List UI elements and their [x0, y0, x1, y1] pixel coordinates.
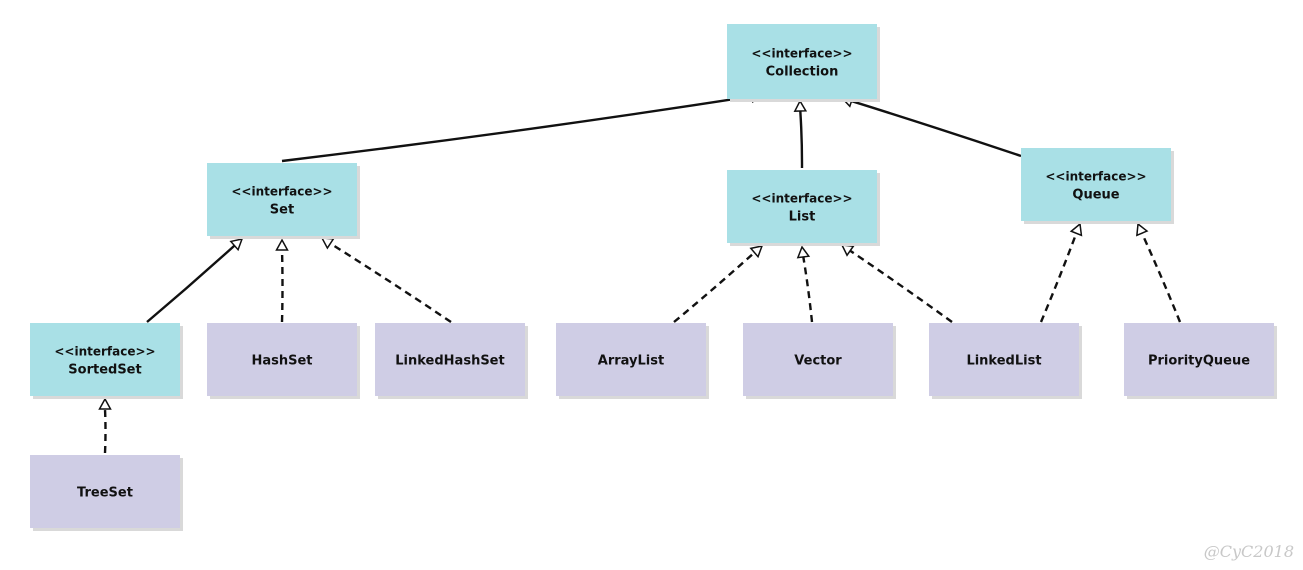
node-name: Collection	[766, 65, 839, 80]
class-box	[929, 323, 1079, 396]
edge-treeset-to-sortedset	[98, 397, 112, 454]
node-name: PriorityQueue	[1148, 354, 1250, 369]
node-name: Queue	[1072, 188, 1119, 203]
node-queue: <<interface>> Queue	[1021, 148, 1174, 224]
node-collection: <<interface>> Collection	[727, 24, 880, 102]
edge-sortedset-to-set	[146, 237, 244, 323]
edge-linkedhashset-to-set	[320, 237, 452, 323]
node-linkedhashset: LinkedHashSet	[375, 323, 528, 399]
inheritance-arrowhead	[1069, 222, 1083, 237]
inheritance-arrowhead	[320, 237, 335, 250]
node-treeset: TreeSet	[30, 455, 183, 531]
edge-line	[799, 110, 804, 169]
edge-line	[802, 256, 814, 323]
edge-line	[849, 249, 953, 323]
node-hashset: HashSet	[207, 323, 360, 399]
node-name: LinkedHashSet	[395, 354, 504, 369]
inheritance-arrowhead	[275, 238, 289, 251]
interface-box	[727, 24, 877, 99]
class-box	[30, 455, 180, 528]
interface-box	[207, 163, 357, 236]
inheritance-arrowhead	[229, 237, 244, 252]
inheritance-arrowhead	[98, 397, 112, 410]
node-stereotype: <<interface>>	[751, 47, 852, 61]
edge-linkedlist-to-list	[840, 244, 953, 323]
edge-list-to-collection	[793, 99, 808, 169]
node-linkedlist: LinkedList	[929, 323, 1082, 399]
edges-layer	[98, 89, 1182, 454]
node-stereotype: <<interface>>	[231, 185, 332, 199]
inheritance-arrowhead	[1136, 222, 1149, 237]
class-box	[375, 323, 525, 396]
node-name: HashSet	[251, 354, 312, 369]
edge-line	[1140, 232, 1182, 323]
class-box	[1124, 323, 1274, 396]
node-name: Set	[270, 203, 294, 218]
interface-box	[30, 323, 180, 396]
edge-vector-to-list	[796, 245, 814, 323]
edge-line	[280, 249, 284, 323]
node-name: SortedSet	[68, 363, 141, 378]
edge-hashset-to-set	[275, 238, 289, 323]
class-box	[207, 323, 357, 396]
class-box	[743, 323, 893, 396]
node-list: <<interface>> List	[727, 170, 880, 246]
edge-line	[329, 242, 452, 323]
edge-line	[281, 95, 753, 163]
node-name: TreeSet	[77, 486, 133, 501]
edge-line	[851, 99, 1022, 158]
watermark-text: @CyC2018	[1204, 542, 1294, 561]
node-vector: Vector	[743, 323, 896, 399]
node-arraylist: ArrayList	[556, 323, 709, 399]
node-name: LinkedList	[966, 354, 1041, 369]
edge-line	[146, 244, 236, 323]
node-sortedset: <<interface>> SortedSet	[30, 323, 183, 399]
node-set: <<interface>> Set	[207, 163, 360, 239]
interface-box	[1021, 148, 1171, 221]
node-stereotype: <<interface>>	[1045, 170, 1146, 184]
edge-linkedlist-to-queue	[1039, 222, 1083, 323]
interface-box	[727, 170, 877, 243]
node-name: List	[789, 210, 816, 225]
edge-line	[1039, 232, 1078, 323]
edge-arraylist-to-list	[673, 244, 764, 323]
node-name: ArrayList	[598, 354, 664, 369]
class-box	[556, 323, 706, 396]
inheritance-arrowhead	[796, 245, 811, 259]
edge-line	[673, 251, 756, 323]
inheritance-arrowhead	[840, 244, 855, 257]
edge-set-to-collection	[281, 89, 764, 163]
node-priorityqueue: PriorityQueue	[1124, 323, 1277, 399]
inheritance-arrowhead	[793, 99, 808, 112]
node-name: Vector	[794, 354, 842, 369]
edge-queue-to-collection	[840, 94, 1022, 158]
edge-priorityqueue-to-queue	[1136, 222, 1182, 323]
inheritance-arrowhead	[749, 244, 764, 259]
edge-line	[103, 408, 107, 454]
node-stereotype: <<interface>>	[54, 345, 155, 359]
node-stereotype: <<interface>>	[751, 192, 852, 206]
nodes-layer: <<interface>>Collection<<interface>>Set<…	[30, 24, 1277, 531]
